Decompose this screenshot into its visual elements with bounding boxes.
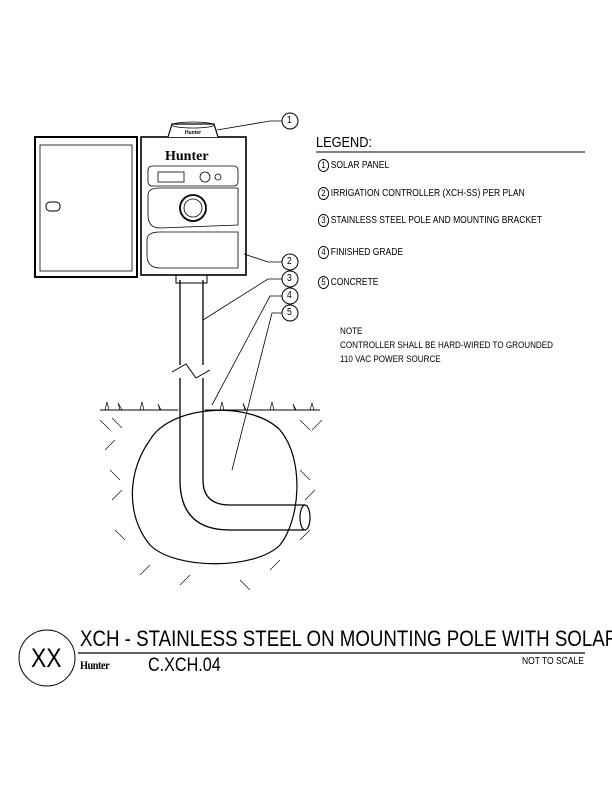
pipe-end [299,504,311,531]
note-line: 110 VAC POWER SOURCE [340,354,441,365]
legend-title: LEGEND: [316,134,372,151]
detail-title: XCH - STAINLESS STEEL ON MOUNTING POLE W… [80,626,612,651]
break-line [171,363,211,379]
svg-text:Hunter: Hunter [185,130,201,136]
legend-num: 4 [318,246,330,259]
legend-num: 5 [318,276,330,289]
grass [104,401,315,411]
legend-num: 3 [318,214,330,227]
detail-code: C.XCH.04 [148,655,221,676]
control-dial [179,194,207,222]
scale-note: NOT TO SCALE [522,656,584,667]
controller-door [34,136,138,278]
note-heading: NOTE [340,326,363,337]
svg-text:Hunter: Hunter [165,149,209,164]
legend-label: STAINLESS STEEL POLE AND MOUNTING BRACKE… [330,215,542,226]
callout-2: 2 [287,256,292,267]
detail-id-circle [18,629,76,687]
concrete-footing [131,409,298,565]
stainless-steel-pole [179,280,305,531]
soil-hatch [99,417,323,591]
legend-label: SOLAR PANEL [330,160,390,171]
callout-4: 4 [287,290,292,301]
note-line: CONTROLLER SHALL BE HARD-WIRED TO GROUND… [340,340,553,351]
legend-num: 1 [318,159,330,172]
hunter-logo: Hunter [80,658,110,672]
legend-label: CONCRETE [330,277,379,288]
detail-id: XX [31,643,62,673]
callout-5: 5 [287,307,292,318]
legend-label: IRRIGATION CONTROLLER (XCH-SS) PER PLAN [330,188,525,199]
callout-leaders [202,120,282,471]
callout-1: 1 [287,115,292,126]
callout-3: 3 [287,273,292,284]
door-latch [45,201,61,212]
legend-num: 2 [318,187,330,200]
legend-label: FINISHED GRADE [330,247,404,258]
